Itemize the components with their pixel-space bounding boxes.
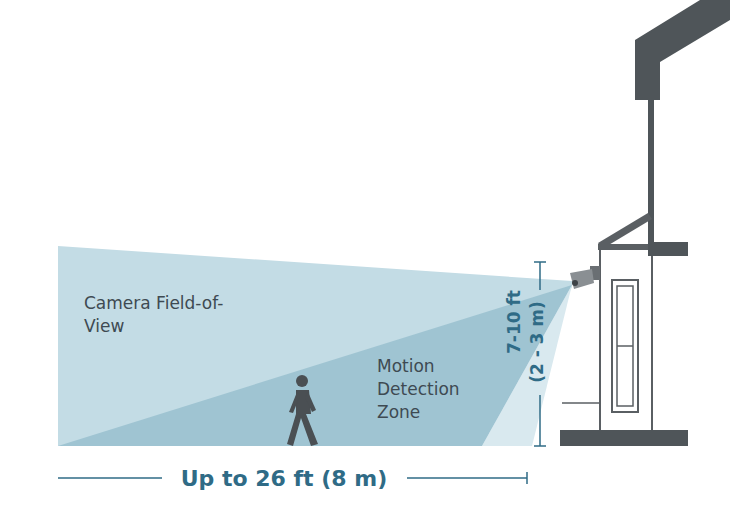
person xyxy=(287,375,318,446)
zone-label-box: Motion Detection Zone xyxy=(377,355,487,424)
zone-label: Camera Field-of-View xyxy=(84,292,234,338)
zone-label: Motion Detection Zone xyxy=(377,355,487,424)
dimension-label: 7-10 ft xyxy=(504,290,524,354)
motion-zone-edge xyxy=(482,285,572,446)
dimension-label: (2 - 3 m) xyxy=(527,301,547,383)
zone-label-box: Camera Field-of-View xyxy=(84,292,234,338)
camera xyxy=(570,266,600,289)
dimension-label: Up to 26 ft (8 m) xyxy=(181,466,388,491)
motion-zone xyxy=(58,285,572,446)
house xyxy=(560,0,730,446)
field-of-view xyxy=(58,246,572,446)
